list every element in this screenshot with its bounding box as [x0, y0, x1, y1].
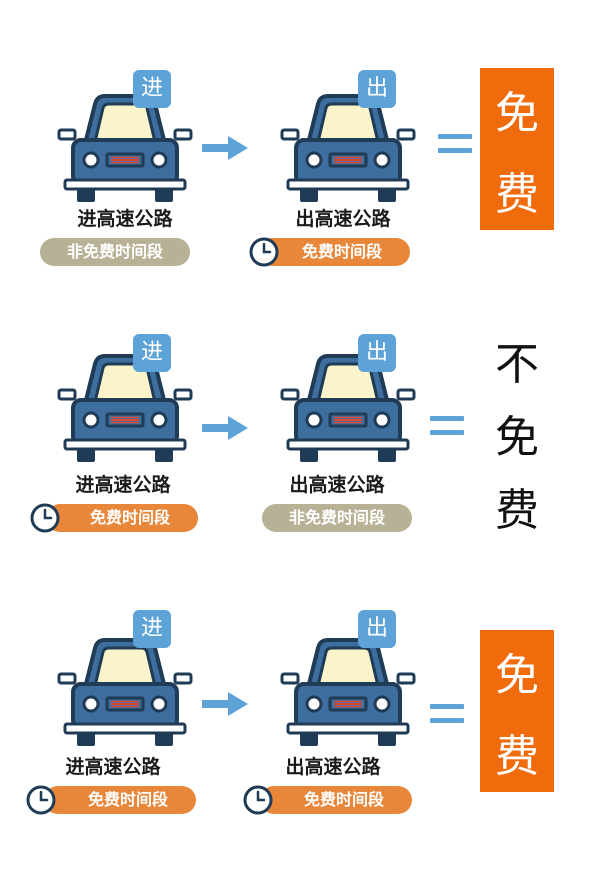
- exit-badge: 出: [358, 334, 396, 372]
- exit-period-pill: 免费时间段: [260, 786, 412, 814]
- clock-icon: [30, 503, 60, 533]
- exit-car-icon: [278, 626, 418, 748]
- result-char: 免: [495, 649, 539, 701]
- clock-icon: [243, 785, 273, 815]
- result-char: 免: [495, 412, 539, 463]
- scenario-1: 进 出 免 费 进高速公路 非免费时间段 出高速公路 免费时间段: [0, 60, 589, 310]
- entry-car-icon: [55, 82, 195, 204]
- entry-car-icon: [55, 342, 195, 464]
- arrow-right-icon: [202, 416, 248, 440]
- result-char: 费: [495, 730, 539, 782]
- exit-car-icon: [278, 82, 418, 204]
- entry-label: 进高速公路: [65, 756, 161, 778]
- exit-label: 出高速公路: [289, 474, 385, 496]
- arrow-right-icon: [202, 692, 248, 716]
- entry-car-icon: [55, 626, 195, 748]
- entry-badge: 进: [133, 610, 171, 648]
- result-free: 免 费: [480, 630, 554, 792]
- result-char: 不: [495, 339, 539, 390]
- result-not-free: 不 免 费: [480, 328, 554, 538]
- clock-icon: [249, 237, 279, 267]
- scenario-2: 进 出 不 免 费 进高速公路 免费时间段 出高速公路 非免费时间段: [0, 320, 589, 570]
- exit-car-icon: [278, 342, 418, 464]
- equals-icon: [430, 416, 464, 436]
- scenario-3: 进 出 免 费 进高速公路 免费时间段 出高速公路 免费时间段: [0, 600, 589, 850]
- entry-label: 进高速公路: [75, 474, 171, 496]
- exit-period-pill: 非免费时间段: [262, 504, 412, 532]
- equals-icon: [430, 704, 464, 724]
- entry-period-pill: 非免费时间段: [40, 238, 190, 266]
- result-char: 费: [495, 485, 539, 536]
- entry-period-pill: 免费时间段: [46, 504, 198, 532]
- exit-period-pill: 免费时间段: [258, 238, 410, 266]
- entry-badge: 进: [133, 70, 171, 108]
- arrow-right-icon: [202, 136, 248, 160]
- exit-badge: 出: [358, 610, 396, 648]
- result-char: 费: [495, 168, 539, 220]
- entry-label: 进高速公路: [77, 208, 173, 230]
- entry-badge: 进: [133, 334, 171, 372]
- exit-label: 出高速公路: [295, 208, 391, 230]
- result-free: 免 费: [480, 68, 554, 230]
- exit-badge: 出: [358, 70, 396, 108]
- entry-period-pill: 免费时间段: [44, 786, 196, 814]
- result-char: 免: [495, 87, 539, 139]
- equals-icon: [438, 134, 472, 154]
- exit-label: 出高速公路: [285, 756, 381, 778]
- clock-icon: [26, 785, 56, 815]
